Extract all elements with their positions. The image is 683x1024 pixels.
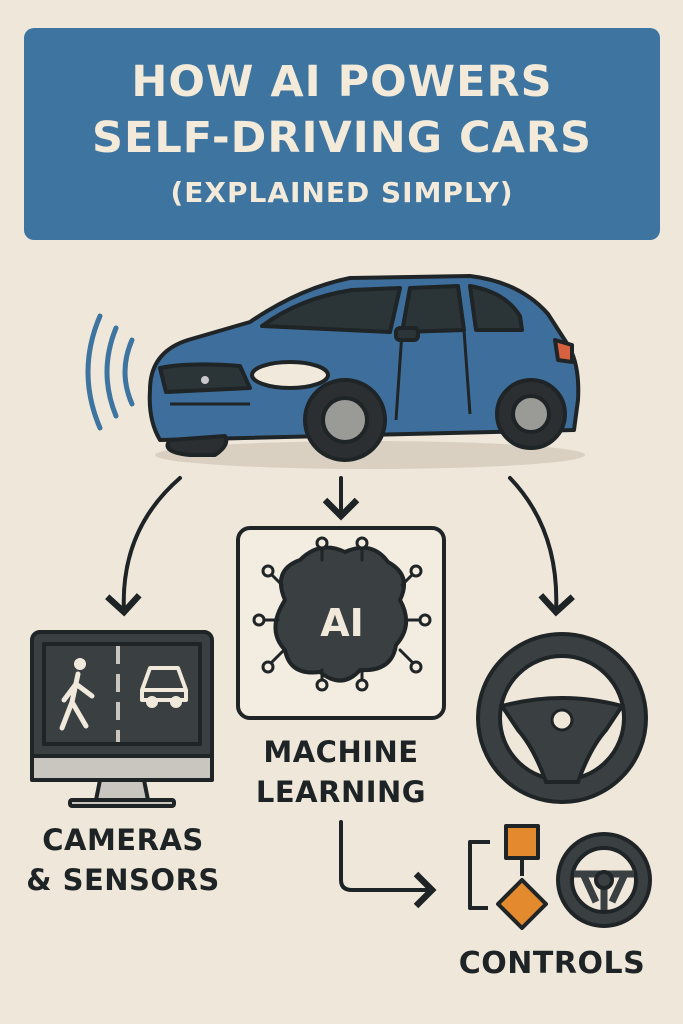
flowchart-icon <box>468 824 548 930</box>
controls-label: CONTROLS <box>452 944 652 984</box>
flow-arrows <box>105 476 575 909</box>
cameras-sensors-label: CAMERAS & SENSORS <box>18 820 228 900</box>
arrow-to-cameras <box>105 476 182 617</box>
car-icon <box>147 274 585 469</box>
arrow-ml-to-controls <box>339 820 437 909</box>
arrow-to-controls <box>508 476 575 617</box>
pedestrian-icon <box>59 658 95 731</box>
title-subtitle: (EXPLAINED SIMPLY) <box>170 176 514 209</box>
signal-waves-icon <box>85 313 135 431</box>
small-car-icon <box>140 666 188 708</box>
title-banner: HOW AI POWERS SELF-DRIVING CARS (EXPLAIN… <box>24 28 660 240</box>
small-steering-wheel-icon <box>556 832 652 928</box>
steering-wheel-icon <box>476 632 648 804</box>
cameras-label-text: CAMERAS & SENSORS <box>26 823 220 897</box>
machine-learning-label: MACHINE LEARNING <box>236 732 446 812</box>
ai-chip-text: AI <box>320 601 364 645</box>
monitor-icon <box>30 630 214 808</box>
title-line-1: HOW AI POWERS <box>131 57 553 107</box>
controls-label-text: CONTROLS <box>458 946 646 981</box>
ai-brain-chip-icon: AI <box>236 526 446 720</box>
title-line-2: SELF-DRIVING CARS <box>92 113 592 163</box>
ml-label-text: MACHINE LEARNING <box>255 735 427 809</box>
